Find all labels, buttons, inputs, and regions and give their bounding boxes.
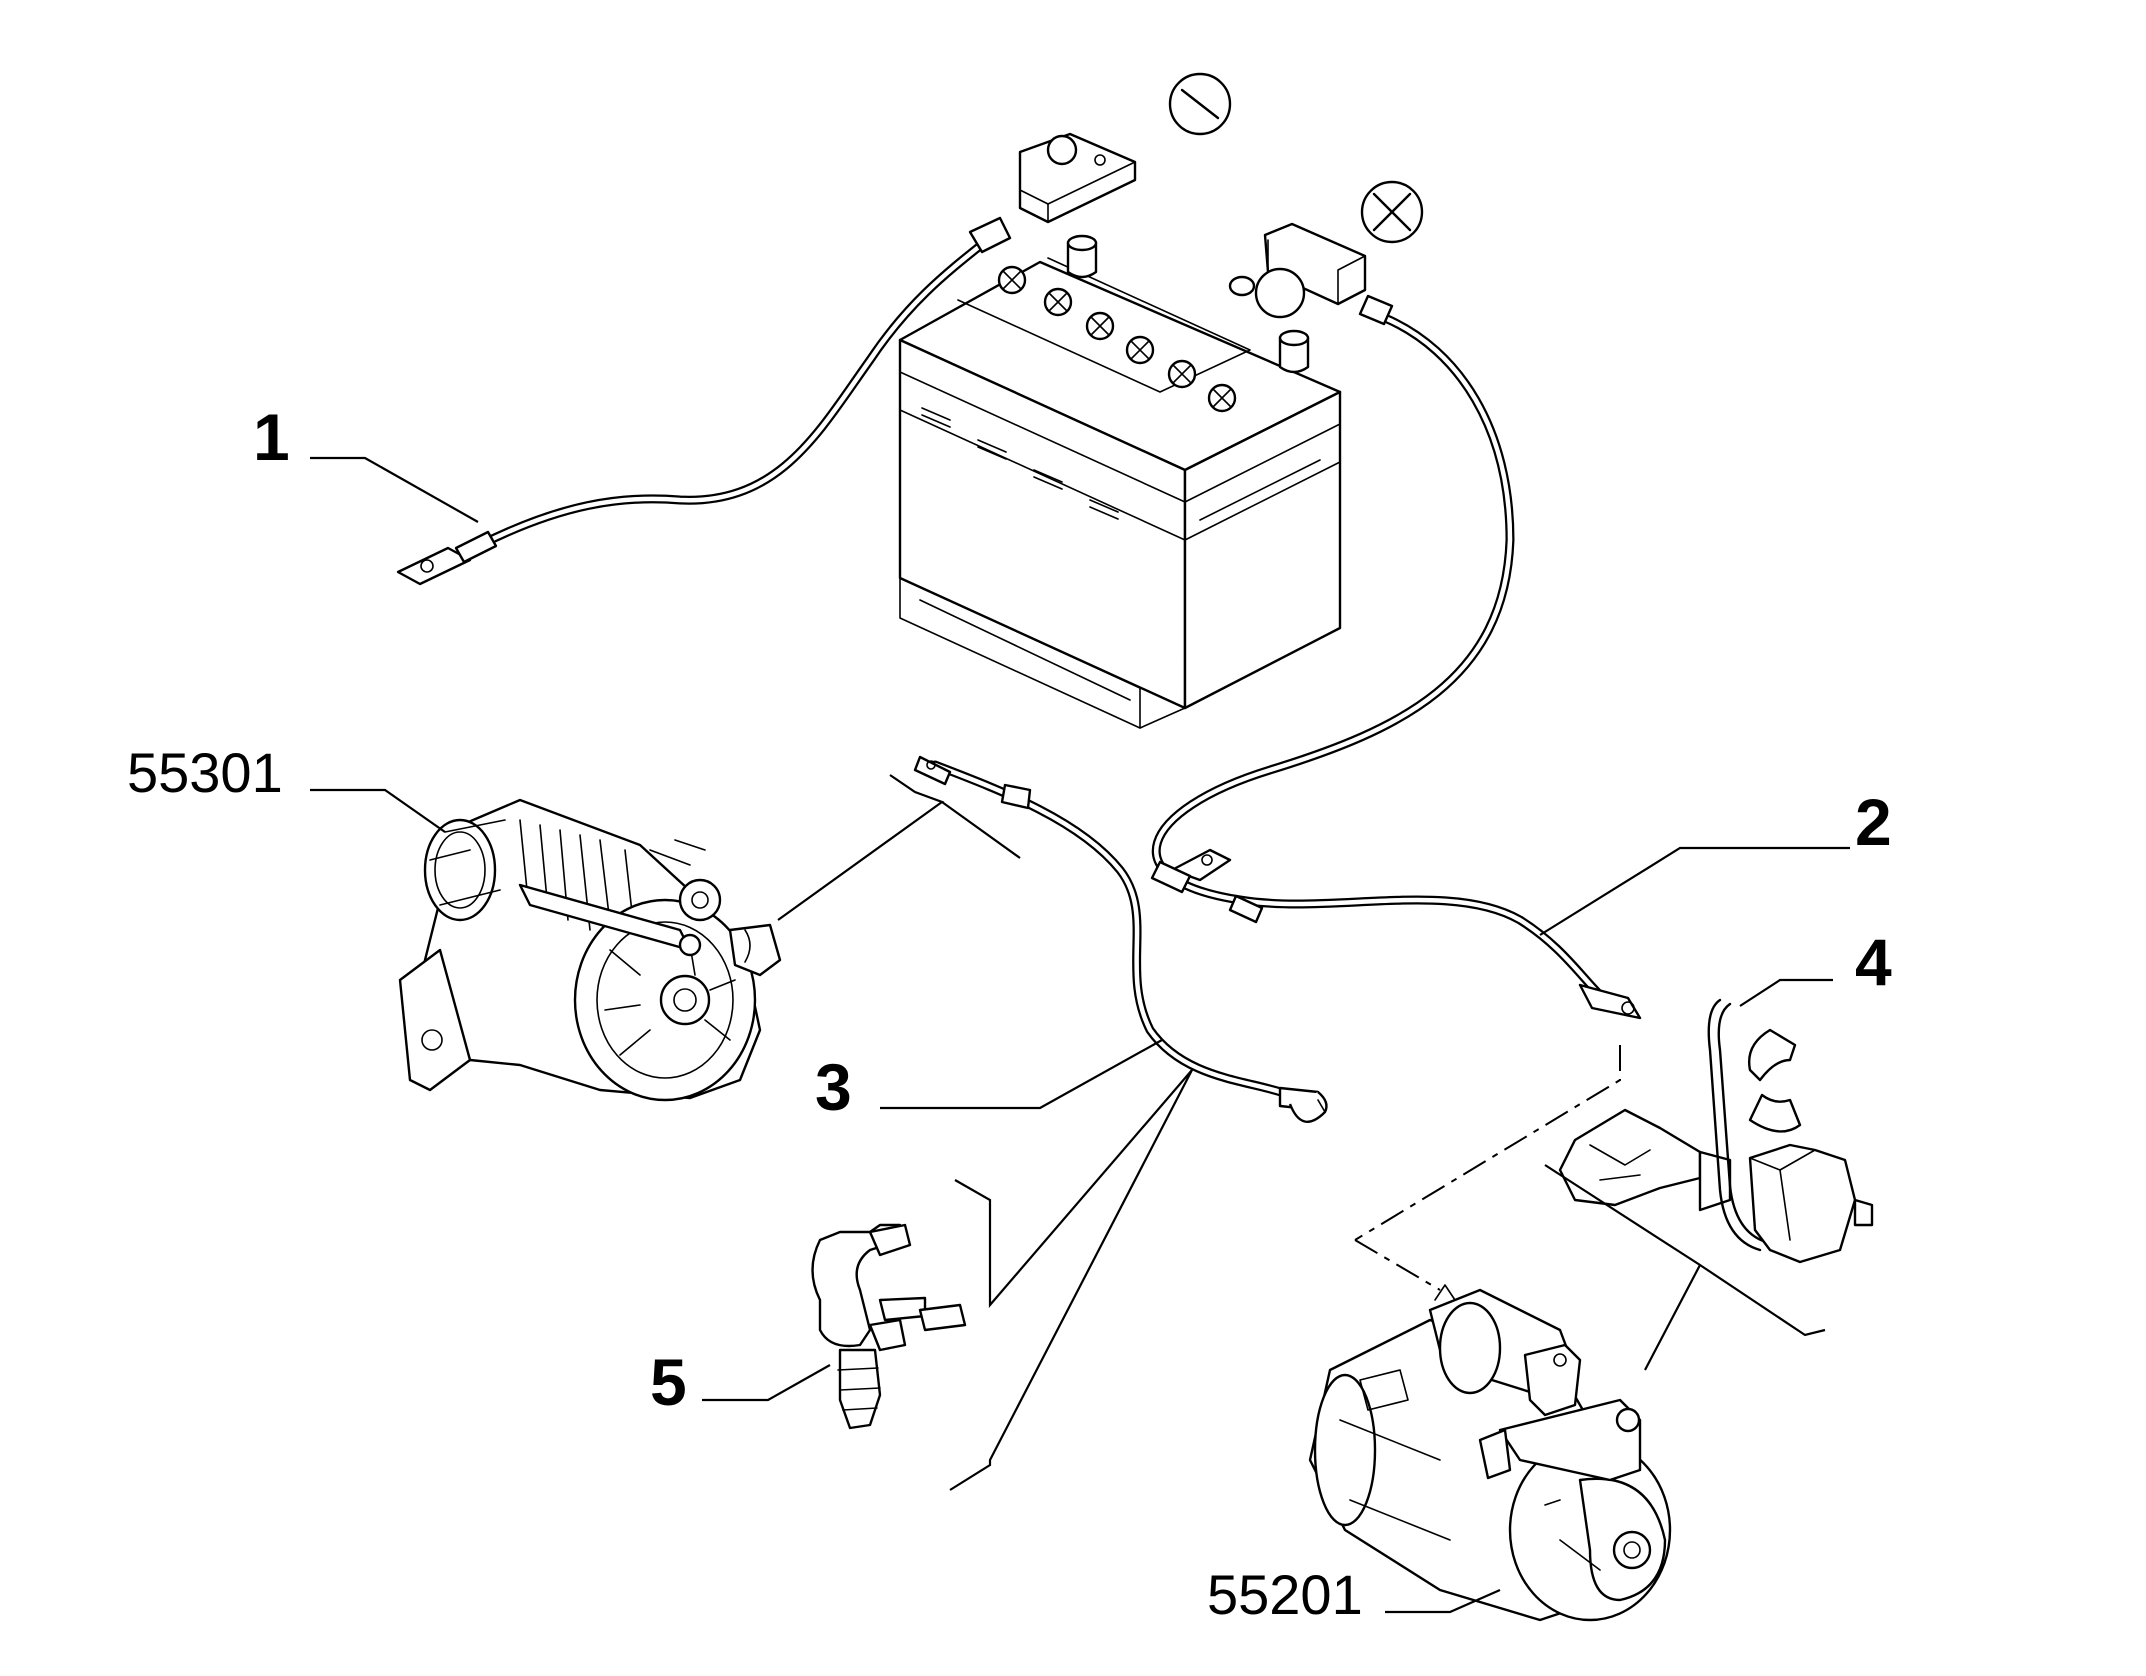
positive-cable xyxy=(1150,222,1642,1020)
exploded-view-lines xyxy=(777,774,1826,1491)
part-label-2: 2 xyxy=(1855,785,1892,859)
cable-clip xyxy=(811,1223,967,1430)
starter-motor xyxy=(1308,1284,1672,1622)
assembly-line-bracket xyxy=(1354,1045,1621,1241)
alternator-ref-label: 55301 xyxy=(127,741,283,804)
starter-ref-label: 55201 xyxy=(1207,1563,1363,1626)
vent-caps xyxy=(997,265,1237,413)
part-label-5: 5 xyxy=(650,1345,687,1419)
minus-circle-icon xyxy=(1168,72,1232,136)
part-label-4: 4 xyxy=(1855,925,1892,999)
cross-circle-icon xyxy=(1360,180,1424,244)
negative-cable xyxy=(396,132,1137,586)
alternator-cable xyxy=(913,755,1328,1123)
leader-lines xyxy=(310,456,1850,1614)
part-label-3: 3 xyxy=(815,1050,852,1124)
part-label-1: 1 xyxy=(253,400,290,474)
assembly-line-starter xyxy=(1354,1239,1441,1291)
alternator xyxy=(398,798,782,1102)
battery xyxy=(898,234,1342,729)
cable-bracket xyxy=(1558,998,1874,1264)
